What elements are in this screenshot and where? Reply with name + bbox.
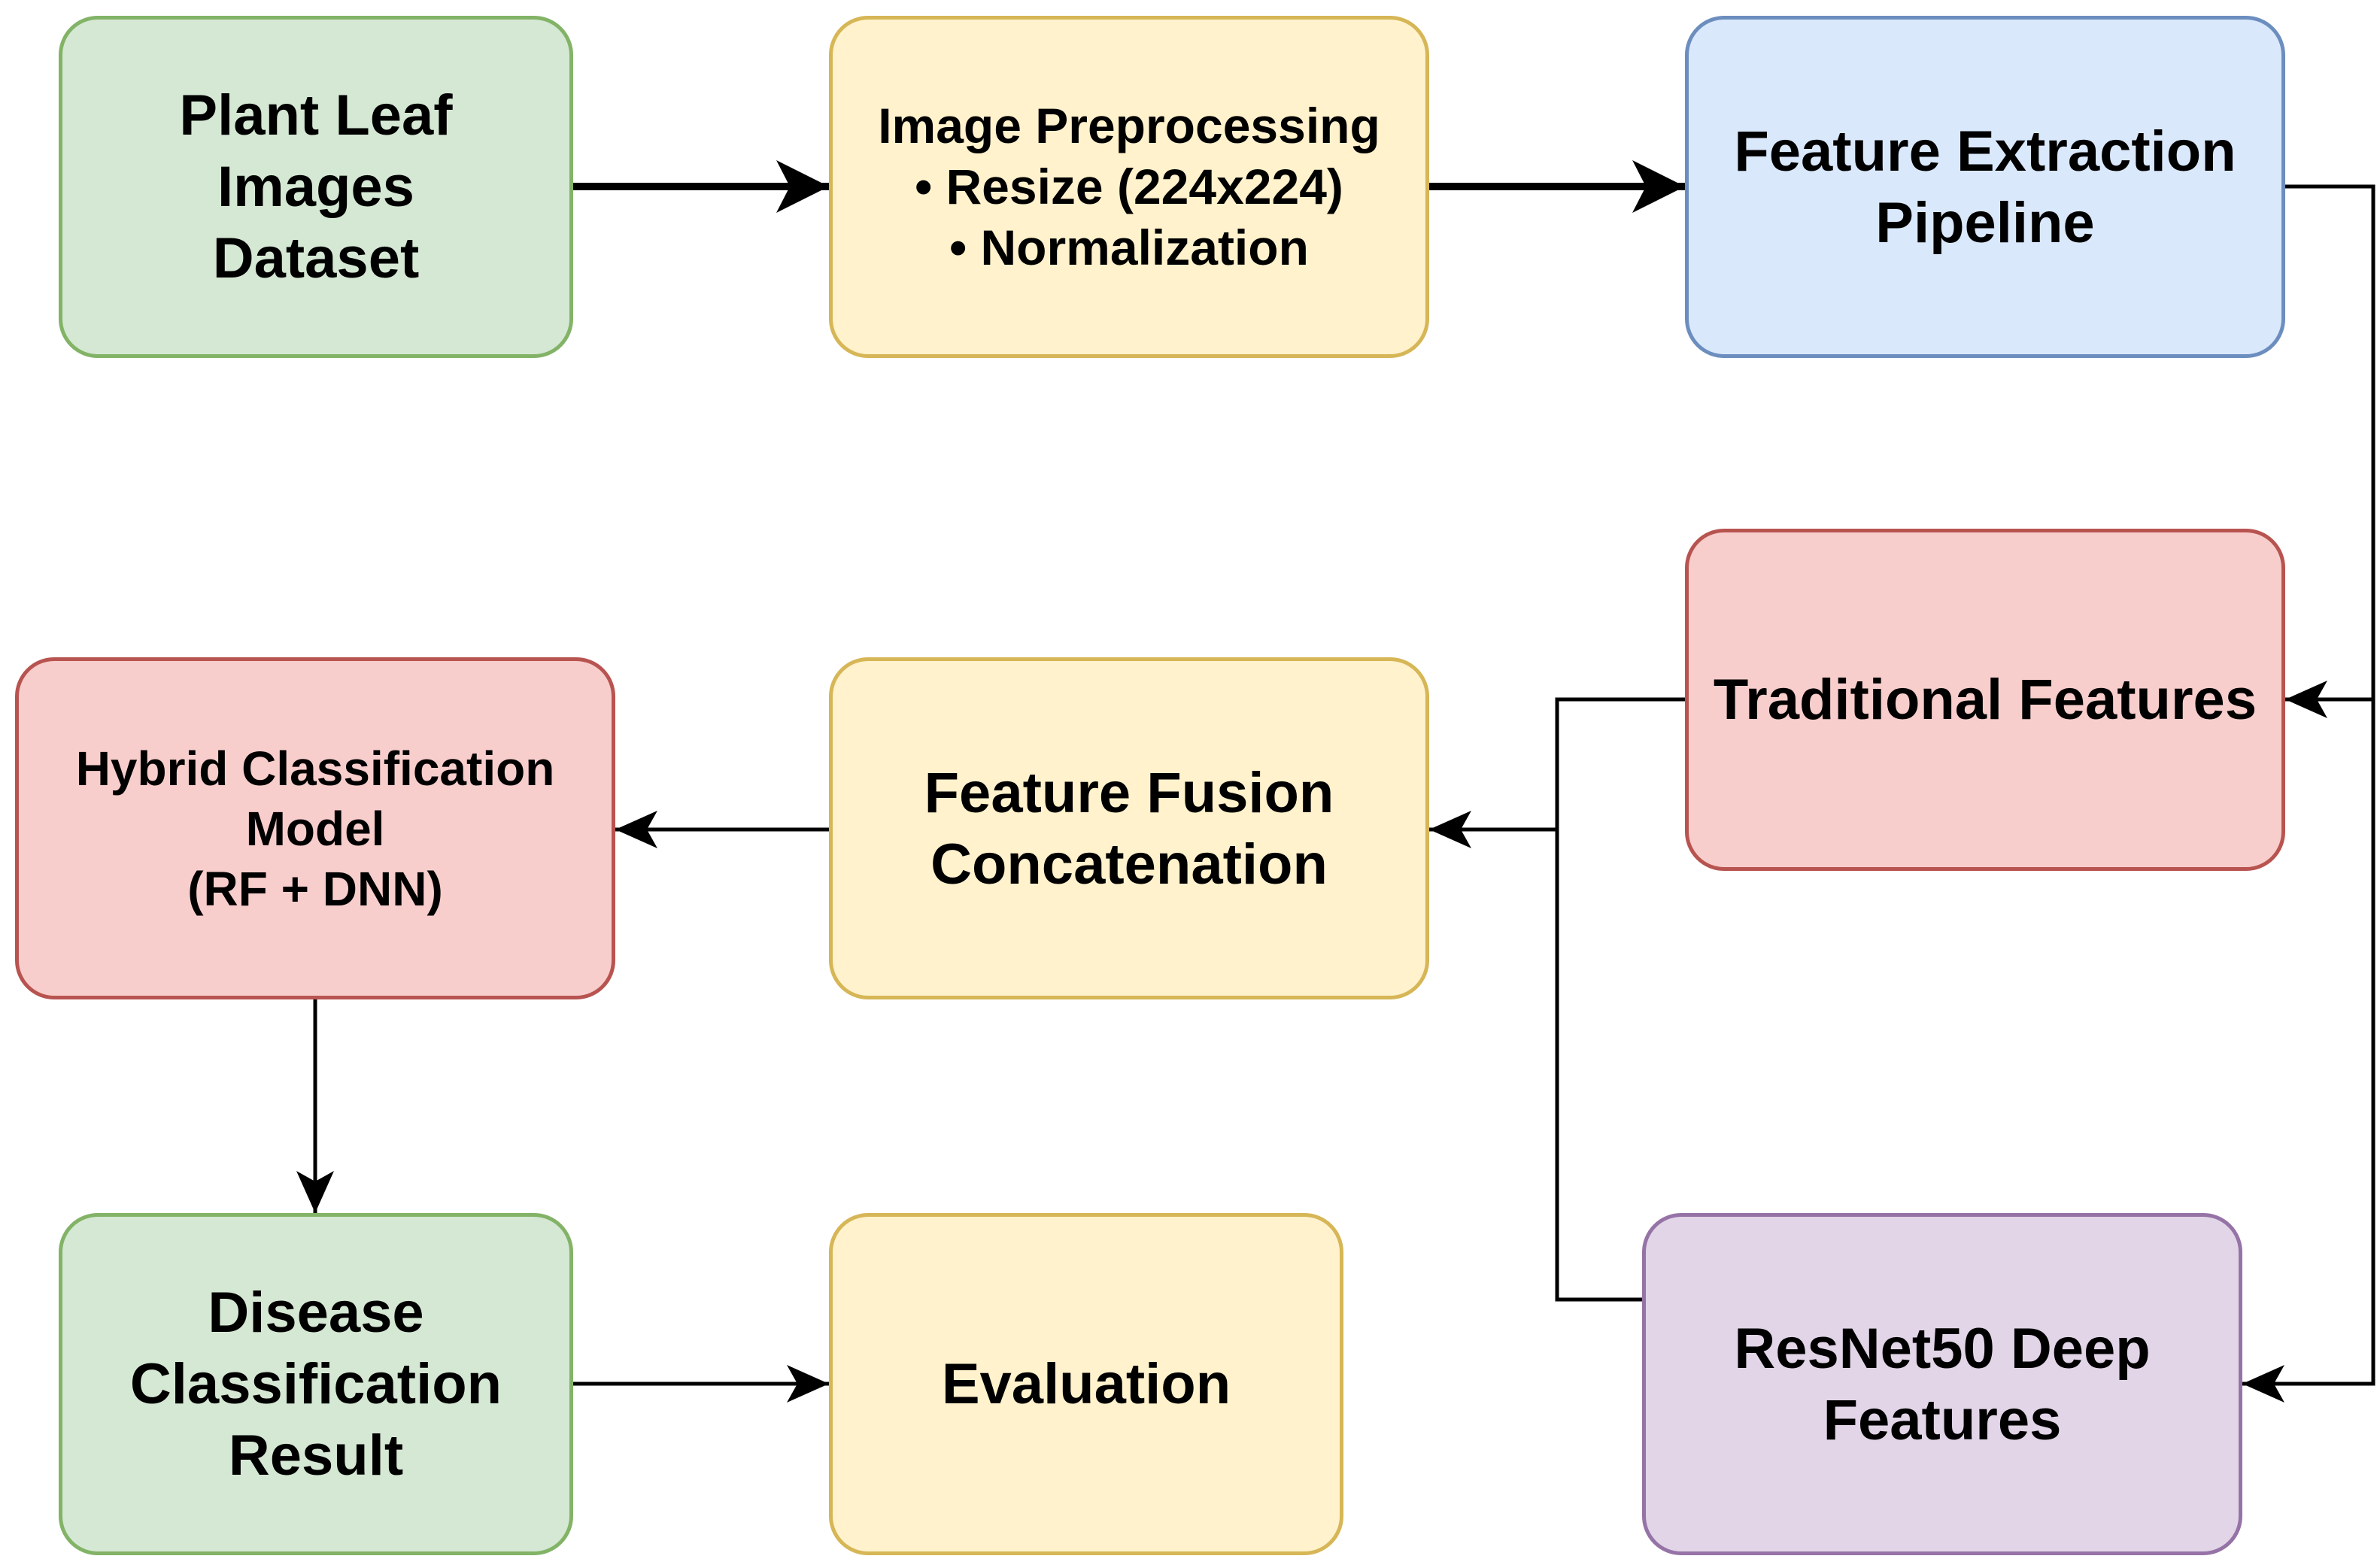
node-label-line: Concatenation xyxy=(930,832,1328,896)
node-label-line: Features xyxy=(1823,1388,2062,1452)
node-label-line: Evaluation xyxy=(941,1352,1231,1416)
node-label-line: • Resize (224x224) xyxy=(915,159,1343,214)
node-label-line: • Normalization xyxy=(949,220,1309,275)
node-label-line: Feature Extraction xyxy=(1734,119,2236,183)
node-label-line: Classification xyxy=(129,1352,502,1416)
evaluation-node: Evaluation xyxy=(829,1213,1343,1555)
node-label-line: Pipeline xyxy=(1875,190,2095,255)
node-label-line: Dataset xyxy=(212,226,420,290)
node-label-line: Disease xyxy=(208,1281,424,1345)
node-label-line: Traditional Features xyxy=(1713,668,2257,732)
node-label-line: Hybrid Classification xyxy=(75,741,555,796)
node-label-line: Plant Leaf xyxy=(179,83,453,147)
node-label-line: (RF + DNN) xyxy=(187,861,443,916)
plant-leaf-dataset-node: Plant Leaf Images Dataset xyxy=(59,16,573,358)
disease-classification-result-node: Disease Classification Result xyxy=(59,1213,573,1555)
traditional-features-node: Traditional Features xyxy=(1685,529,2285,871)
feature-extraction-pipeline-node: Feature Extraction Pipeline xyxy=(1685,16,2285,358)
hybrid-classification-model-node: Hybrid Classification Model (RF + DNN) xyxy=(15,657,615,999)
connector-traditional-to-fusion xyxy=(1555,697,1685,829)
node-label-line: Result xyxy=(228,1424,404,1488)
node-label-line: Model xyxy=(245,801,385,856)
connector-feature-extraction-to-traditional xyxy=(2285,184,2375,718)
node-label-line: Images xyxy=(217,155,414,219)
resnet50-deep-features-node: ResNet50 Deep Features xyxy=(1642,1213,2242,1555)
node-label-line: Image Preprocessing xyxy=(878,98,1380,153)
node-label-line: ResNet50 Deep xyxy=(1734,1316,2151,1381)
image-preprocessing-node: Image Preprocessing • Resize (224x224) •… xyxy=(829,16,1429,358)
node-label-line: Feature Fusion xyxy=(924,760,1334,825)
feature-fusion-node: Feature Fusion Concatenation xyxy=(829,657,1429,999)
connector-resnet-to-fusion xyxy=(1429,811,1642,1302)
connector-feature-extraction-to-resnet xyxy=(2242,699,2375,1403)
